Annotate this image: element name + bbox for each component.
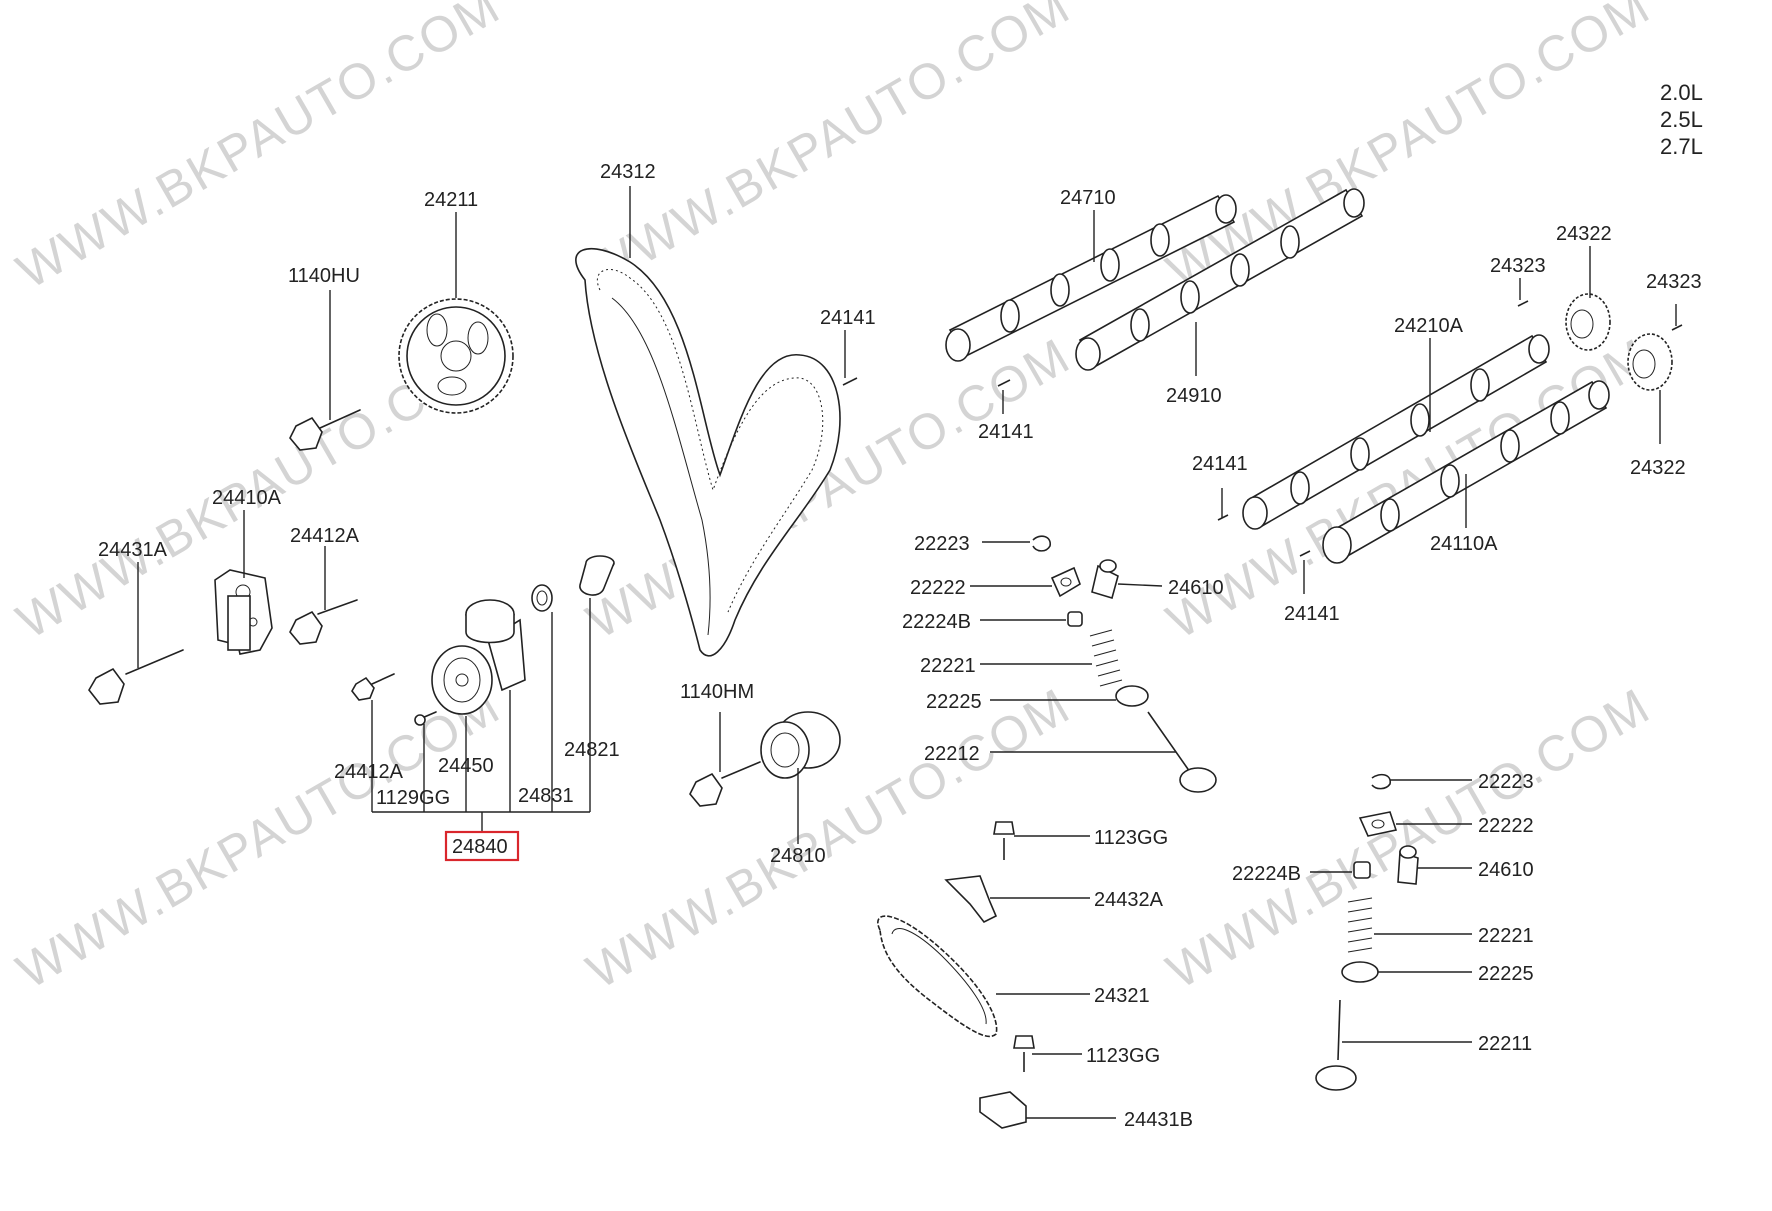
label-24141-d[interactable]: 24141 xyxy=(1284,603,1340,625)
bolt-24412a-top-part[interactable] xyxy=(289,599,358,645)
spring-22221-upper-part[interactable] xyxy=(1089,629,1149,707)
camshaft-24710-part[interactable] xyxy=(945,194,1237,362)
label-1140hu[interactable]: 1140HU xyxy=(288,265,360,287)
pin-24323-b-part[interactable] xyxy=(1671,324,1683,331)
bolt-24412a-bottom-part[interactable] xyxy=(351,673,395,701)
label-24210a[interactable]: 24210A xyxy=(1394,315,1464,337)
timing-chain-24321-part[interactable] xyxy=(877,915,998,1038)
valve-22212-part[interactable] xyxy=(1147,711,1217,793)
label-24431a[interactable]: 24431A xyxy=(98,539,168,561)
leader-lines xyxy=(137,186,1677,1119)
engine-label: 2.0L xyxy=(1660,80,1703,105)
keeper-22223-lower-part[interactable] xyxy=(1371,773,1391,790)
engine-label: 2.5L xyxy=(1660,107,1703,132)
label-24432a[interactable]: 24432A xyxy=(1094,889,1164,911)
cam-gear-24322-lower-part[interactable] xyxy=(1627,333,1673,391)
label-24322-a[interactable]: 24322 xyxy=(1556,223,1612,245)
bolt-24431a-part[interactable] xyxy=(88,649,184,705)
label-22224b-lower[interactable]: 22224B xyxy=(1232,863,1301,885)
bolt-1140hu-part[interactable] xyxy=(289,409,361,451)
label-24312[interactable]: 24312 xyxy=(600,161,656,183)
watermark: WWW.BKPAUTO.COM xyxy=(578,0,1080,300)
label-22223-lower[interactable]: 22223 xyxy=(1478,771,1534,793)
pin-24141-a-part[interactable] xyxy=(842,377,858,386)
label-24810[interactable]: 24810 xyxy=(770,845,826,867)
label-22224b-upper[interactable]: 22224B xyxy=(902,611,971,633)
label-1129gg[interactable]: 1129GG xyxy=(376,787,450,809)
bolt-1123gg-upper-part[interactable] xyxy=(993,821,1015,860)
washer-24831-part[interactable] xyxy=(531,584,553,612)
engine-variants: 2.0L 2.5L 2.7L xyxy=(1660,80,1703,159)
lifter-24610-upper-part[interactable] xyxy=(1091,559,1119,600)
label-22222-upper[interactable]: 22222 xyxy=(910,577,966,599)
label-22222-lower[interactable]: 22222 xyxy=(1478,815,1534,837)
watermark: WWW.BKPAUTO.COM xyxy=(1158,677,1660,999)
label-24450[interactable]: 24450 xyxy=(438,755,494,777)
chain-guide-24432a-part[interactable] xyxy=(944,875,998,924)
label-24610-upper[interactable]: 24610 xyxy=(1168,577,1224,599)
label-24412a-top[interactable]: 24412A xyxy=(290,525,360,547)
pin-24141-c-part[interactable] xyxy=(1217,514,1229,521)
watermark: WWW.BKPAUTO.COM xyxy=(8,0,510,300)
label-24610-lower[interactable]: 24610 xyxy=(1478,859,1534,881)
tensioner-24410a-part[interactable] xyxy=(214,569,273,655)
cam-gear-24322-upper-part[interactable] xyxy=(1565,293,1611,351)
label-22225-lower[interactable]: 22225 xyxy=(1478,963,1534,985)
pin-24141-d-part[interactable] xyxy=(1299,550,1311,557)
label-24211[interactable]: 24211 xyxy=(424,189,478,211)
label-24710[interactable]: 24710 xyxy=(1060,187,1116,209)
timing-belt-part[interactable] xyxy=(575,247,841,657)
label-22212[interactable]: 22212 xyxy=(924,743,980,765)
label-1140hm[interactable]: 1140HM xyxy=(680,681,754,703)
engine-label: 2.7L xyxy=(1660,134,1703,159)
highlight-box xyxy=(444,830,520,862)
bolt-1123gg-lower-part[interactable] xyxy=(1013,1035,1035,1072)
label-24831[interactable]: 24831 xyxy=(518,785,574,807)
retainer-22222-upper-part[interactable] xyxy=(1050,566,1081,598)
label-24110a[interactable]: 24110A xyxy=(1430,533,1498,555)
pin-24323-a-part[interactable] xyxy=(1517,300,1529,307)
label-24141-b[interactable]: 24141 xyxy=(978,421,1034,443)
label-22221-lower[interactable]: 22221 xyxy=(1478,925,1534,947)
watermark: WWW.BKPAUTO.COM xyxy=(8,677,510,999)
label-24840[interactable]: 24840 xyxy=(452,836,508,858)
valve-22211-part[interactable] xyxy=(1315,999,1357,1091)
sleeve-part[interactable] xyxy=(465,599,515,644)
retainer-22222-lower-part[interactable] xyxy=(1358,811,1398,837)
label-24412a-bottom[interactable]: 24412A xyxy=(334,761,404,783)
chain-guide-24431b-part[interactable] xyxy=(979,1091,1027,1129)
bolt-1140hm-part[interactable] xyxy=(689,761,761,807)
label-24321[interactable]: 24321 xyxy=(1094,985,1150,1007)
lifter-24610-lower-part[interactable] xyxy=(1397,845,1419,885)
pin-24141-b-part[interactable] xyxy=(997,379,1011,387)
label-24323-a[interactable]: 24323 xyxy=(1490,255,1546,277)
spring-22221-lower-part[interactable] xyxy=(1341,897,1379,983)
camshaft-24910-part[interactable] xyxy=(1075,188,1365,371)
label-24322-b[interactable]: 24322 xyxy=(1630,457,1686,479)
seal-22224b-lower-part[interactable] xyxy=(1353,861,1371,879)
label-22223-upper[interactable]: 22223 xyxy=(914,533,970,555)
label-22225-upper[interactable]: 22225 xyxy=(926,691,982,713)
label-24323-b[interactable]: 24323 xyxy=(1646,271,1702,293)
screw-1129gg-part[interactable] xyxy=(414,711,437,726)
label-24821[interactable]: 24821 xyxy=(564,739,620,761)
label-1123gg-upper[interactable]: 1123GG xyxy=(1094,827,1168,849)
label-24410a[interactable]: 24410A xyxy=(212,487,282,509)
label-1123gg-lower[interactable]: 1123GG xyxy=(1086,1045,1160,1067)
label-24910[interactable]: 24910 xyxy=(1166,385,1222,407)
part-labels: 24312 24211 1140HU 24410A 24431A 24412A … xyxy=(98,161,1702,1131)
label-22211[interactable]: 22211 xyxy=(1478,1033,1532,1055)
cam-sprocket-part[interactable] xyxy=(398,298,514,414)
label-22221-upper[interactable]: 22221 xyxy=(920,655,976,677)
label-24141-a[interactable]: 24141 xyxy=(820,307,876,329)
label-24141-c[interactable]: 24141 xyxy=(1192,453,1248,475)
seal-22224b-upper-part[interactable] xyxy=(1067,611,1083,627)
keeper-22223-upper-part[interactable] xyxy=(1032,535,1051,552)
idler-pulley-24810-part[interactable] xyxy=(760,711,841,779)
bushing-24821-part[interactable] xyxy=(579,555,615,596)
camshaft-24210a-part[interactable] xyxy=(1242,334,1550,530)
camshaft-24110a-part[interactable] xyxy=(1322,380,1610,564)
label-24431b[interactable]: 24431B xyxy=(1124,1109,1193,1131)
